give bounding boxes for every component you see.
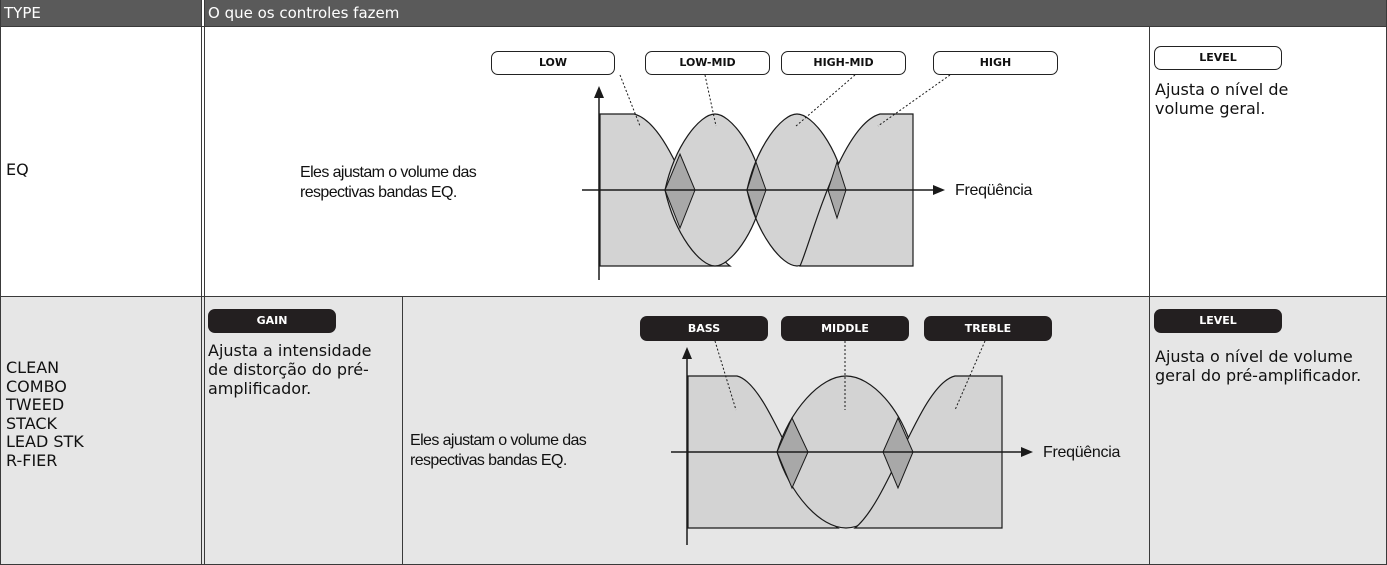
- low-mid-knob-label: LOW-MID: [645, 51, 770, 75]
- amp-bands-description: Eles ajustam o volume das respectivas ba…: [410, 432, 587, 469]
- gain-description: Ajusta a intensidade de distorção do pré…: [208, 341, 372, 398]
- type-combo: COMBO: [6, 376, 67, 396]
- high-knob-label: HIGH: [933, 51, 1058, 75]
- type-tweed: TWEED: [6, 395, 65, 414]
- amp-axis-label: Freqüência: [1043, 444, 1121, 461]
- type-stack: STACK: [6, 413, 58, 433]
- amp-type-list: CLEAN COMBO TWEED STACK LEAD STK R-FIER: [6, 358, 84, 470]
- amp-y-axis-arrow: [682, 347, 692, 359]
- amp-level-description: Ajusta o nível de volume geral do pré-am…: [1155, 347, 1362, 385]
- row-divider-top: [0, 26, 1387, 27]
- gain-knob-label: GAIN: [208, 309, 336, 333]
- level-column-divider: [1149, 26, 1150, 565]
- type-name-eq: EQ: [6, 160, 29, 179]
- border-left: [0, 0, 1, 565]
- middle-knob-label: MIDDLE: [781, 316, 909, 341]
- high-mid-knob-label: HIGH-MID: [781, 51, 906, 75]
- type-column-divider: [201, 0, 205, 565]
- gain-column-divider: [402, 297, 403, 565]
- eq-x-axis-arrow: [933, 185, 945, 195]
- eq-level-knob-label: LEVEL: [1154, 46, 1282, 70]
- header-type: TYPE: [0, 0, 201, 26]
- eq-axis-label: Freqüência: [955, 182, 1033, 199]
- type-clean: CLEAN: [6, 358, 60, 377]
- amp-level-knob-label: LEVEL: [1154, 309, 1282, 333]
- low-knob-label: LOW: [491, 51, 615, 75]
- treble-knob-label: TREBLE: [924, 316, 1052, 341]
- eq-level-description: Ajusta o nível de volume geral.: [1155, 80, 1289, 118]
- bass-knob-label: BASS: [640, 316, 768, 341]
- row-divider-middle: [0, 296, 1387, 297]
- amp-x-axis-arrow: [1021, 447, 1033, 457]
- type-lead-stk: LEAD STK: [6, 432, 84, 451]
- header-controls: O que os controles fazem: [204, 0, 1387, 26]
- eq-y-axis-arrow: [594, 86, 604, 98]
- eq-bands-description: Eles ajustam o volume das respectivas ba…: [300, 164, 477, 201]
- type-r-fier: R-FIER: [6, 450, 58, 470]
